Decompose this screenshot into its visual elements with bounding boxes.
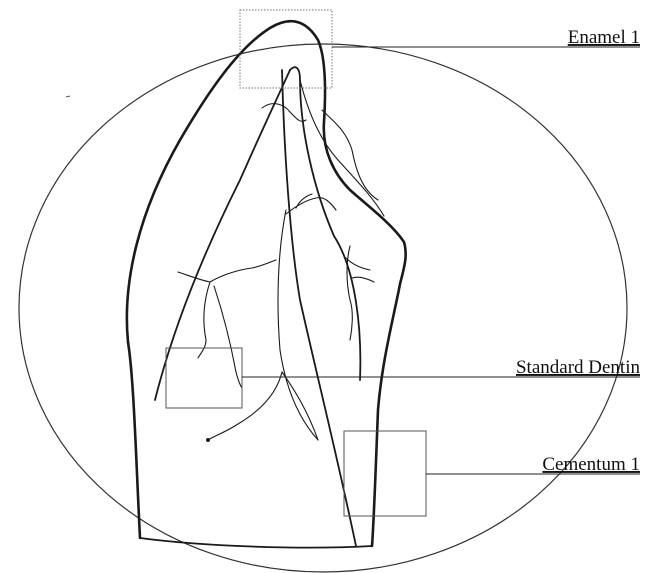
stray-mark: [66, 96, 70, 97]
tooth-outline: [127, 21, 406, 547]
dentinal-branches: [178, 104, 374, 442]
dentin-label: Standard Dentin: [516, 357, 641, 378]
cementum-label: Cementum 1: [542, 454, 640, 475]
cementum-region-box: [344, 431, 426, 516]
enamel-label: Enamel 1: [568, 27, 640, 48]
tooth-inner-lines: [155, 67, 384, 546]
dentin-region-box: [166, 348, 242, 408]
